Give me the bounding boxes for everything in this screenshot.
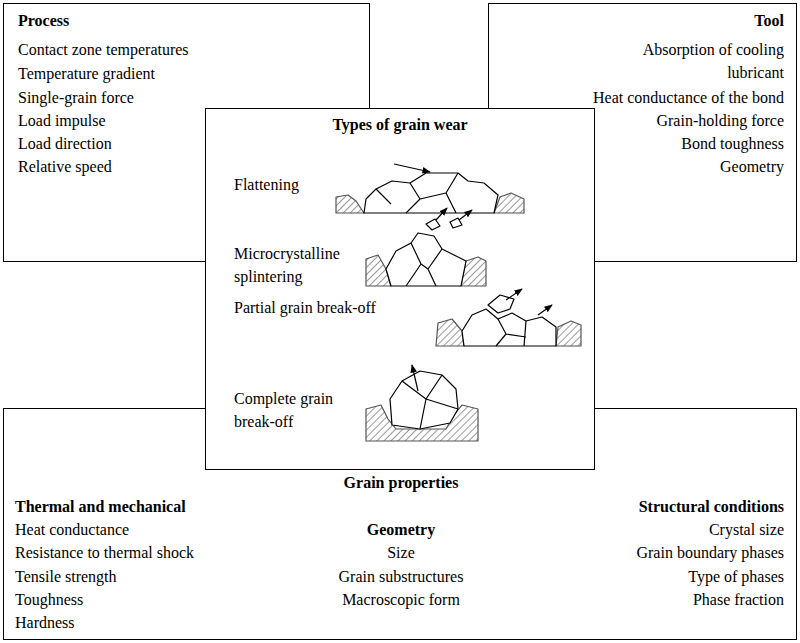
column-heading: Structural conditions	[529, 495, 784, 518]
property-item: Grain boundary phases	[529, 541, 784, 564]
property-item: Size	[296, 541, 506, 564]
property-item: Phase fraction	[529, 588, 784, 611]
grain-wear-box: Types of grain wearFlatteningMicrocrysta…	[205, 108, 595, 470]
box-heading: Process	[18, 9, 168, 32]
factor-item: Contact zone temperatures	[18, 38, 203, 61]
property-item: Tensile strength	[15, 565, 275, 588]
factor-item: Relative speed	[18, 155, 203, 178]
wear-type-label: Microcrystalline splintering	[234, 242, 364, 288]
box-heading: Types of grain wear	[206, 113, 594, 136]
factor-item: Load impulse	[18, 109, 203, 132]
property-item: Resistance to thermal shock	[15, 541, 275, 564]
factor-item: Load direction	[18, 132, 203, 155]
property-item: Heat conductance	[15, 518, 275, 541]
property-item: Macroscopic form	[296, 588, 506, 611]
property-item: Crystal size	[529, 518, 784, 541]
property-item: Type of phases	[529, 565, 784, 588]
factor-item: Absorption of cooling lubricant	[604, 38, 784, 84]
column-heading: Geometry	[296, 518, 506, 541]
factor-item: Single-grain force	[18, 86, 203, 109]
box-heading: Grain properties	[4, 471, 798, 494]
wear-type-label: Flattening	[234, 173, 354, 196]
factor-item: Temperature gradient	[18, 62, 203, 85]
wear-type-label: Complete grain break-off	[234, 387, 359, 433]
property-item: Hardness	[15, 611, 275, 634]
property-item: Grain substructures	[296, 565, 506, 588]
property-item: Toughness	[15, 588, 275, 611]
factor-item: Heat conductance of the bond	[504, 86, 784, 109]
column-heading: Thermal and mechanical	[15, 495, 275, 518]
wear-type-label: Partial grain break-off	[234, 296, 429, 319]
box-heading: Tool	[504, 9, 784, 32]
